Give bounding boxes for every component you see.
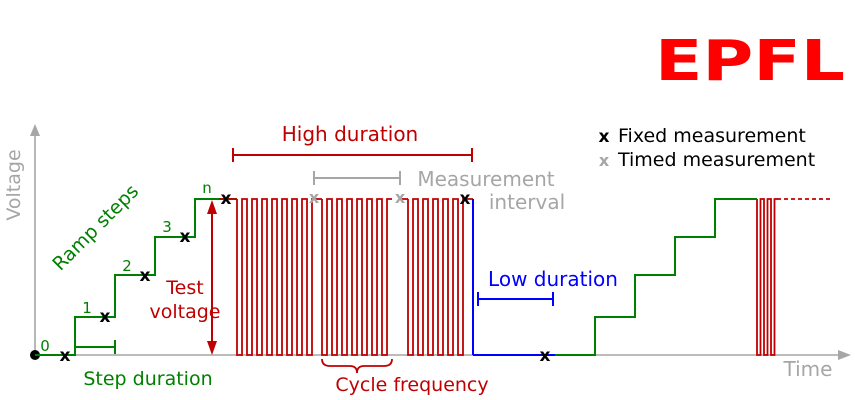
cycle-frequency-label: Cycle frequency: [335, 374, 488, 396]
x-axis-arrow-icon: [838, 350, 851, 360]
measurement-interval-label-line2: interval: [489, 190, 565, 214]
step-duration-label: Step duration: [83, 368, 212, 390]
y-axis-label: Voltage: [3, 149, 25, 220]
fixed-measurement-marker-1: x: [100, 307, 111, 327]
test-voltage-label-line2: voltage: [150, 301, 221, 323]
second-ramp-staircase: [555, 198, 757, 356]
fixed-measurement-marker-3: x: [180, 227, 191, 247]
step-label-0: 0: [40, 337, 50, 355]
timed-measurement-marker-1: x: [309, 188, 320, 207]
square-wave-burst-3: [407, 198, 473, 356]
low-duration-bracket: [477, 292, 554, 306]
step-label-2: 2: [122, 257, 132, 275]
legend-fixed-label: Fixed measurement: [618, 125, 806, 147]
step-labels: 0 1 2 3 n: [40, 179, 212, 355]
legend-timed-marker-icon: x: [599, 151, 610, 170]
legend-fixed-marker-icon: x: [599, 127, 610, 147]
high-duration-bracket: [232, 148, 473, 162]
high-duration-label: High duration: [282, 122, 418, 146]
low-duration-label: Low duration: [488, 267, 618, 291]
fixed-measurement-marker-2: x: [140, 266, 151, 286]
timed-measurement-marker-2: x: [395, 188, 406, 207]
measurement-interval-label-line1: Measurement: [417, 167, 554, 191]
y-axis-arrow-icon: [30, 124, 40, 136]
step-label-n: n: [202, 179, 212, 197]
fixed-measurement-marker-low-end: x: [540, 346, 551, 366]
square-wave-burst-4: [756, 198, 778, 356]
square-wave-burst-2: [321, 198, 392, 356]
fixed-measurement-marker-0: x: [60, 346, 71, 366]
step-duration-bracket: [74, 340, 116, 354]
test-voltage-label-line1: Test: [165, 277, 203, 299]
epfl-logo: EPFL: [655, 29, 845, 94]
square-wave-burst-1: [236, 198, 317, 356]
step-label-3: 3: [162, 218, 172, 236]
fixed-measurement-marker-high-end: x: [460, 189, 471, 209]
cycle-frequency-brace: [321, 358, 393, 374]
fixed-measurement-marker-n: x: [221, 189, 232, 209]
measurement-interval-bracket: [313, 171, 401, 185]
x-axis-label: Time: [783, 357, 833, 381]
legend-timed-label: Timed measurement: [617, 149, 815, 171]
legend: x Fixed measurement x Timed measurement: [599, 125, 816, 171]
test-voltage-arrow: [207, 200, 217, 355]
step-label-1: 1: [82, 299, 92, 317]
ramp-staircase: [35, 198, 237, 356]
